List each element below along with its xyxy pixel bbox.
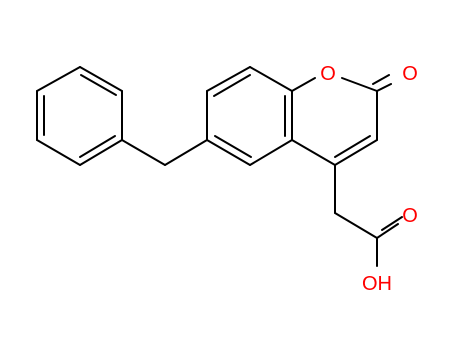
bond-inner	[79, 135, 116, 158]
bond-lines	[36, 66, 403, 267]
bond	[341, 77, 378, 92]
bond	[206, 66, 251, 92]
bond	[376, 223, 399, 239]
bond-inner	[80, 74, 117, 96]
bond-inner	[334, 135, 371, 158]
bond-inner	[214, 135, 252, 158]
bond	[291, 139, 336, 166]
bond	[334, 139, 378, 166]
bond	[164, 139, 208, 166]
bond	[381, 216, 403, 231]
bond	[249, 139, 293, 166]
bond	[79, 139, 123, 166]
bond	[372, 74, 390, 85]
hydroxyl-label: OH	[362, 273, 392, 295]
carbonyl-oxygen-label: O	[402, 63, 418, 85]
bond-inner	[213, 74, 251, 97]
ring-oxygen-label: O	[320, 63, 336, 85]
bond	[121, 139, 166, 166]
bond	[376, 83, 392, 92]
bond	[36, 139, 81, 166]
acid-carbonyl-oxygen-label: O	[402, 205, 418, 227]
bond	[206, 139, 251, 166]
bond	[79, 66, 123, 92]
bond	[36, 66, 81, 92]
bond	[291, 77, 316, 92]
bond	[249, 66, 293, 92]
bond	[334, 212, 378, 239]
